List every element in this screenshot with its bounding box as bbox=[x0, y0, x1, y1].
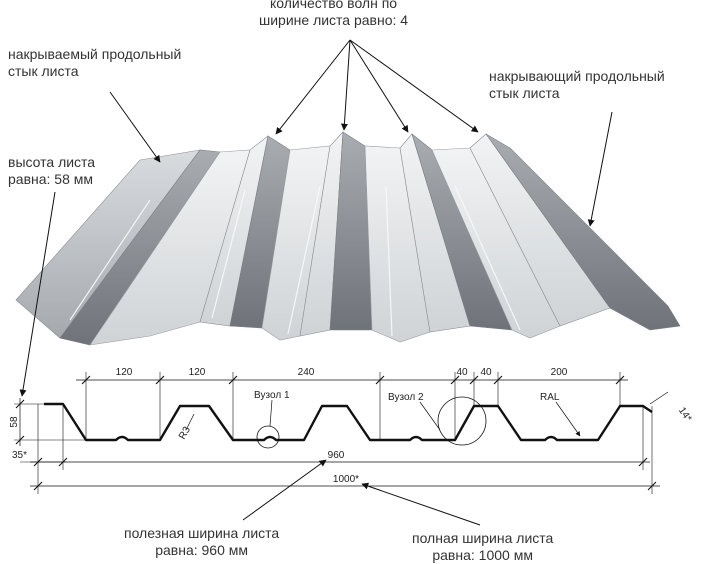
radius-label: R3 bbox=[177, 425, 193, 442]
dim-1000: 1000* bbox=[333, 474, 359, 485]
dim-35: 35* bbox=[12, 450, 27, 461]
height-line1: высота листа bbox=[8, 154, 96, 170]
dim-40-a: 40 bbox=[456, 367, 468, 378]
covering-joint-line1: накрывающий продольный bbox=[489, 68, 665, 84]
covered-joint-line2: стык листа bbox=[8, 63, 79, 79]
dim-200: 200 bbox=[551, 367, 568, 378]
full-width-line1: полная ширина листа bbox=[412, 530, 554, 546]
node-2-circle bbox=[437, 396, 487, 446]
callout-arrows bbox=[19, 39, 613, 526]
coating-label: RAL bbox=[540, 392, 560, 403]
covered-joint-callout: накрываемый продольный стык листа bbox=[8, 46, 181, 80]
dim-120-b: 120 bbox=[189, 367, 206, 378]
waves-count-line1: количество волн по bbox=[269, 0, 398, 11]
waves-count-callout: количество волн по ширине листа равно: 4 bbox=[259, 0, 408, 29]
node-2-label: Вузол 2 bbox=[388, 392, 424, 403]
dim-58: 58 bbox=[9, 416, 20, 428]
sheet-3d-illustration bbox=[15, 131, 681, 346]
covered-joint-line1: накрываемый продольный bbox=[8, 46, 182, 62]
useful-width-callout: полезная ширина листа равна: 960 мм bbox=[124, 525, 279, 559]
node-1-circle bbox=[256, 425, 280, 449]
height-line2: равна: 58 мм bbox=[8, 171, 94, 187]
node-1-label: Вузол 1 bbox=[254, 390, 290, 401]
height-callout: высота листа равна: 58 мм bbox=[8, 154, 95, 188]
waves-count-line2: ширине листа равно: 4 bbox=[259, 12, 409, 28]
dim-240: 240 bbox=[298, 367, 315, 378]
covering-joint-line2: стык листа bbox=[489, 85, 560, 101]
full-width-callout: полная ширина листа равна: 1000 мм bbox=[412, 530, 553, 564]
useful-width-line1: полезная ширина листа bbox=[124, 525, 280, 541]
dim-14: 14* bbox=[676, 405, 694, 424]
profile-line bbox=[44, 402, 653, 442]
full-width-line2: равна: 1000 мм bbox=[432, 547, 533, 563]
dim-40-b: 40 bbox=[480, 367, 492, 378]
useful-width-line2: равна: 960 мм bbox=[155, 542, 249, 558]
dim-960: 960 bbox=[328, 450, 345, 461]
covering-joint-callout: накрывающий продольный стык листа bbox=[489, 68, 665, 102]
profile-cross-section: 120 120 240 40 40 200 58 35* 14* 960 100… bbox=[9, 367, 694, 494]
dim-120-a: 120 bbox=[116, 367, 133, 378]
